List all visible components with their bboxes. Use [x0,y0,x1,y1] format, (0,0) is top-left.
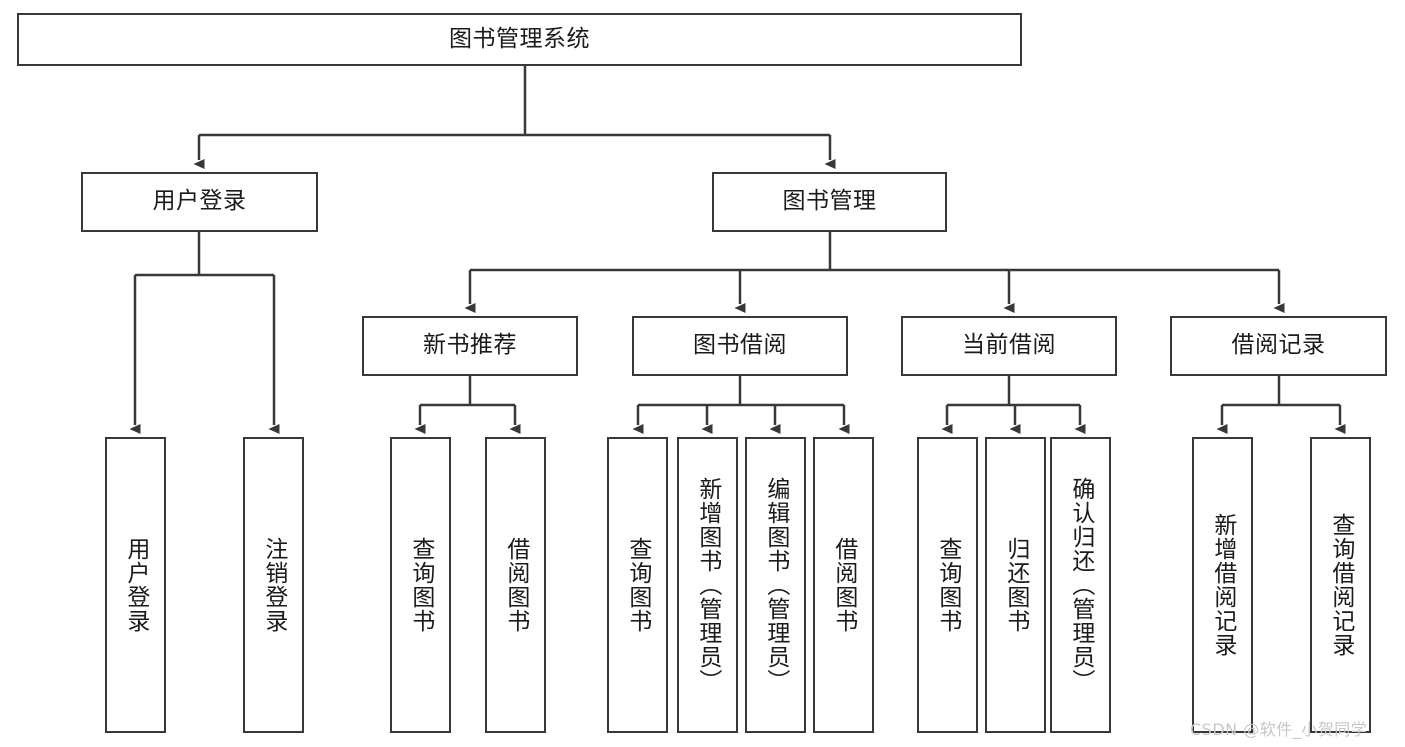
node-book-manage-label: 图书管理 [782,188,877,215]
leaf-book-borrow-2-label: 新增图书（管理员） [694,477,721,693]
leaf-book-borrow-4[interactable]: 借阅图书 [813,437,874,733]
node-book-borrow[interactable]: 图书借阅 [632,316,848,376]
leaf-borrow-record-1[interactable]: 新增借阅记录 [1192,437,1253,733]
leaf-book-borrow-2[interactable]: 新增图书（管理员） [677,437,738,733]
node-borrow-record[interactable]: 借阅记录 [1170,316,1387,376]
leaf-user-login-1-label: 用户登录 [122,537,149,633]
leaf-book-borrow-3-label: 编辑图书（管理员） [762,477,789,693]
node-current-borrow[interactable]: 当前借阅 [901,316,1117,376]
node-root[interactable]: 图书管理系统 [17,13,1022,66]
leaf-new-book-1-label: 查询图书 [407,537,434,633]
leaf-new-book-2-label: 借阅图书 [502,537,529,633]
leaf-book-borrow-1[interactable]: 查询图书 [607,437,668,733]
leaf-current-borrow-1-label: 查询图书 [934,537,961,633]
leaf-book-borrow-1-label: 查询图书 [624,537,651,633]
leaf-new-book-1[interactable]: 查询图书 [390,437,451,733]
node-current-borrow-label: 当前借阅 [962,332,1056,359]
node-user-login-label: 用户登录 [152,188,247,215]
node-borrow-record-label: 借阅记录 [1231,332,1326,359]
leaf-user-login-2[interactable]: 注销登录 [243,437,304,733]
leaf-book-borrow-3[interactable]: 编辑图书（管理员） [745,437,806,733]
node-new-book-recommend-label: 新书推荐 [423,332,517,359]
leaf-user-login-2-label: 注销登录 [260,537,287,633]
node-root-label: 图书管理系统 [449,25,590,52]
node-new-book-recommend[interactable]: 新书推荐 [362,316,578,376]
node-user-login[interactable]: 用户登录 [81,172,318,232]
leaf-borrow-record-1-label: 新增借阅记录 [1209,513,1236,657]
leaf-book-borrow-4-label: 借阅图书 [830,537,857,633]
leaf-current-borrow-3[interactable]: 确认归还（管理员） [1050,437,1111,733]
leaf-current-borrow-3-label: 确认归还（管理员） [1067,477,1094,693]
leaf-borrow-record-2[interactable]: 查询借阅记录 [1310,437,1371,733]
node-book-manage[interactable]: 图书管理 [712,172,947,232]
leaf-user-login-1[interactable]: 用户登录 [105,437,166,733]
node-book-borrow-label: 图书借阅 [693,332,787,359]
watermark: CSDN @软件_小贺同学 [1190,720,1368,739]
leaf-current-borrow-2-label: 归还图书 [1002,537,1029,633]
leaf-borrow-record-2-label: 查询借阅记录 [1327,513,1354,657]
leaf-current-borrow-1[interactable]: 查询图书 [917,437,978,733]
leaf-current-borrow-2[interactable]: 归还图书 [985,437,1046,733]
leaf-new-book-2[interactable]: 借阅图书 [485,437,546,733]
